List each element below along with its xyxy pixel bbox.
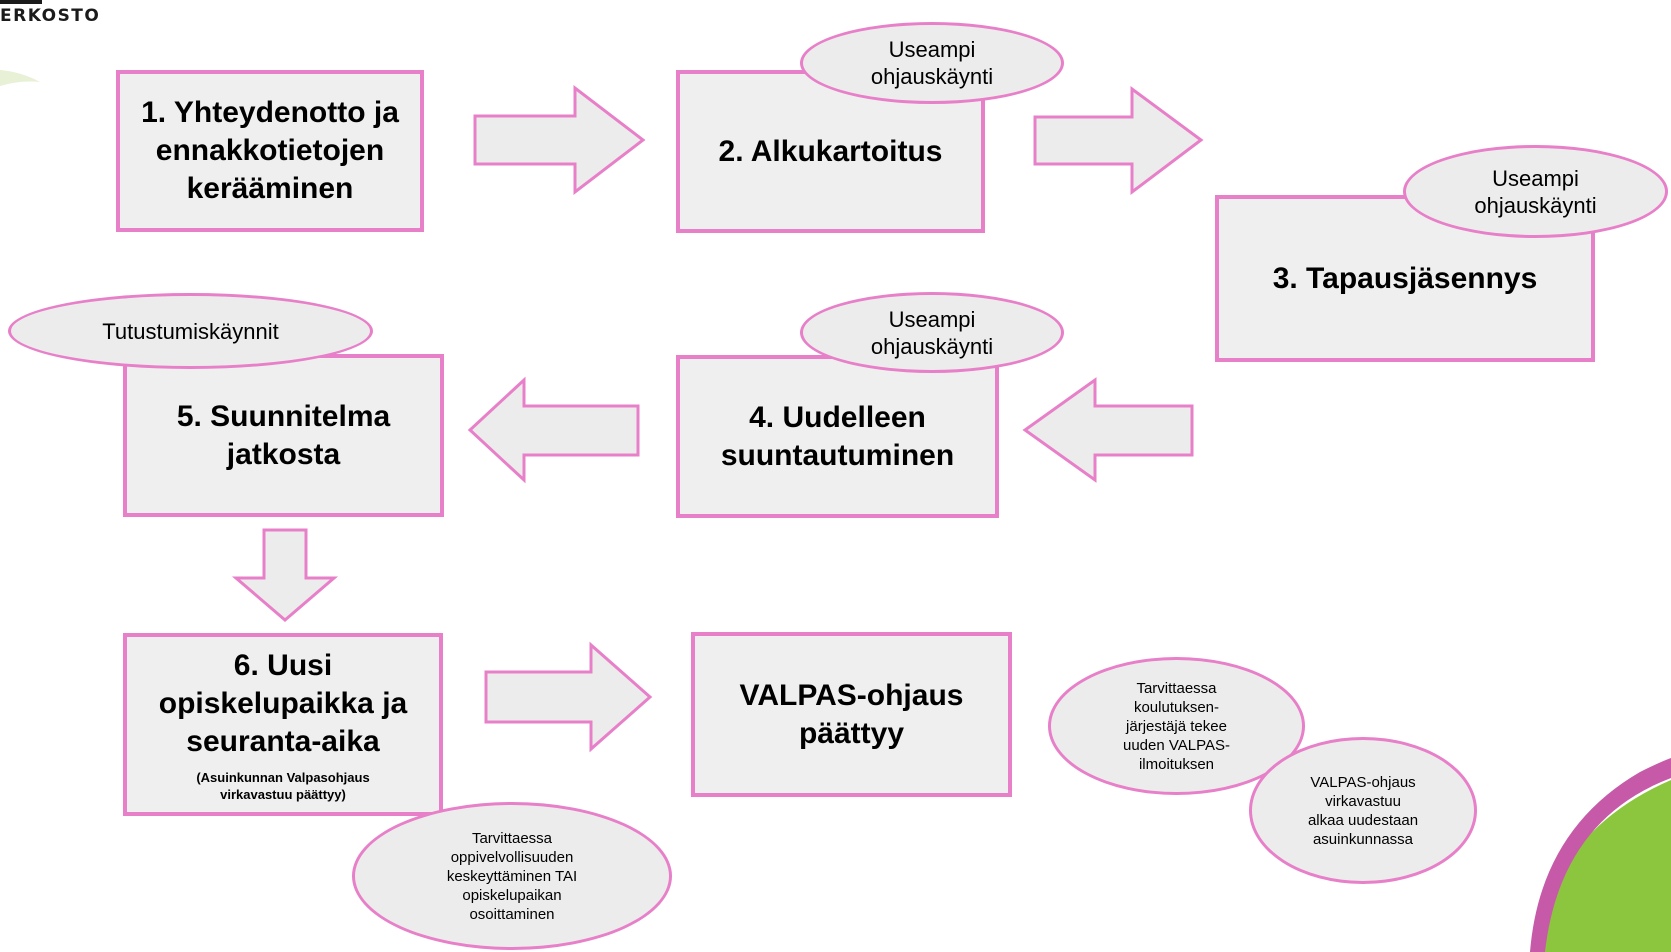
note-step-5: Tutustumiskäynnit xyxy=(8,293,373,369)
arrow-6-to-7 xyxy=(484,641,653,753)
step-4-title: 4. Uudelleen suuntautuminen xyxy=(720,400,955,472)
step-7-title: VALPAS-ohjaus päättyy xyxy=(739,678,964,750)
step-5-title: 5. Suunnitelma jatkosta xyxy=(176,399,391,471)
note-step-4: Useampi ohjauskäynti xyxy=(800,292,1064,373)
step-1-title: 1. Yhteydenotto ja ennakkotietojen kerää… xyxy=(141,96,399,205)
note-step-6: Tarvittaessa oppivelvollisuuden keskeytt… xyxy=(352,802,672,950)
logo-text: ERKOSTO xyxy=(0,6,101,26)
step-6-subtitle: (Asuinkunnan Valpasohjaus virkavastuu pä… xyxy=(196,769,370,802)
corner-swoosh-green xyxy=(1530,780,1671,952)
left-swoosh xyxy=(0,70,40,86)
step-2-title: 2. Alkukartoitus xyxy=(718,134,943,168)
step-1-box: 1. Yhteydenotto ja ennakkotietojen kerää… xyxy=(116,70,424,232)
step-3-title: 3. Tapausjäsennys xyxy=(1272,261,1538,295)
note-step-2: Useampi ohjauskäynti xyxy=(800,22,1064,104)
arrow-2-to-3 xyxy=(1033,86,1204,196)
step-7-box: VALPAS-ohjaus päättyy xyxy=(691,632,1012,797)
note-step-3: Useampi ohjauskäynti xyxy=(1403,145,1668,238)
arrow-5-to-6 xyxy=(231,528,339,622)
arrow-1-to-2 xyxy=(473,84,646,196)
step-5-box: 5. Suunnitelma jatkosta xyxy=(123,354,444,517)
step-6-box: 6. Uusi opiskelupaikka ja seuranta-aika … xyxy=(123,633,443,816)
note-restart-1: Tarvittaessa koulutuksen- järjestäjä tek… xyxy=(1048,657,1305,795)
step-6-title: 6. Uusi opiskelupaikka ja seuranta-aika xyxy=(158,648,408,758)
step-4-box: 4. Uudelleen suuntautuminen xyxy=(676,355,999,518)
logo-mark xyxy=(0,0,42,4)
note-restart-2: VALPAS-ohjaus virkavastuu alkaa uudestaa… xyxy=(1249,737,1477,884)
corner-swoosh-pink xyxy=(1530,758,1671,952)
arrow-4-to-5 xyxy=(467,376,640,484)
arrow-3-to-4 xyxy=(1022,377,1194,483)
